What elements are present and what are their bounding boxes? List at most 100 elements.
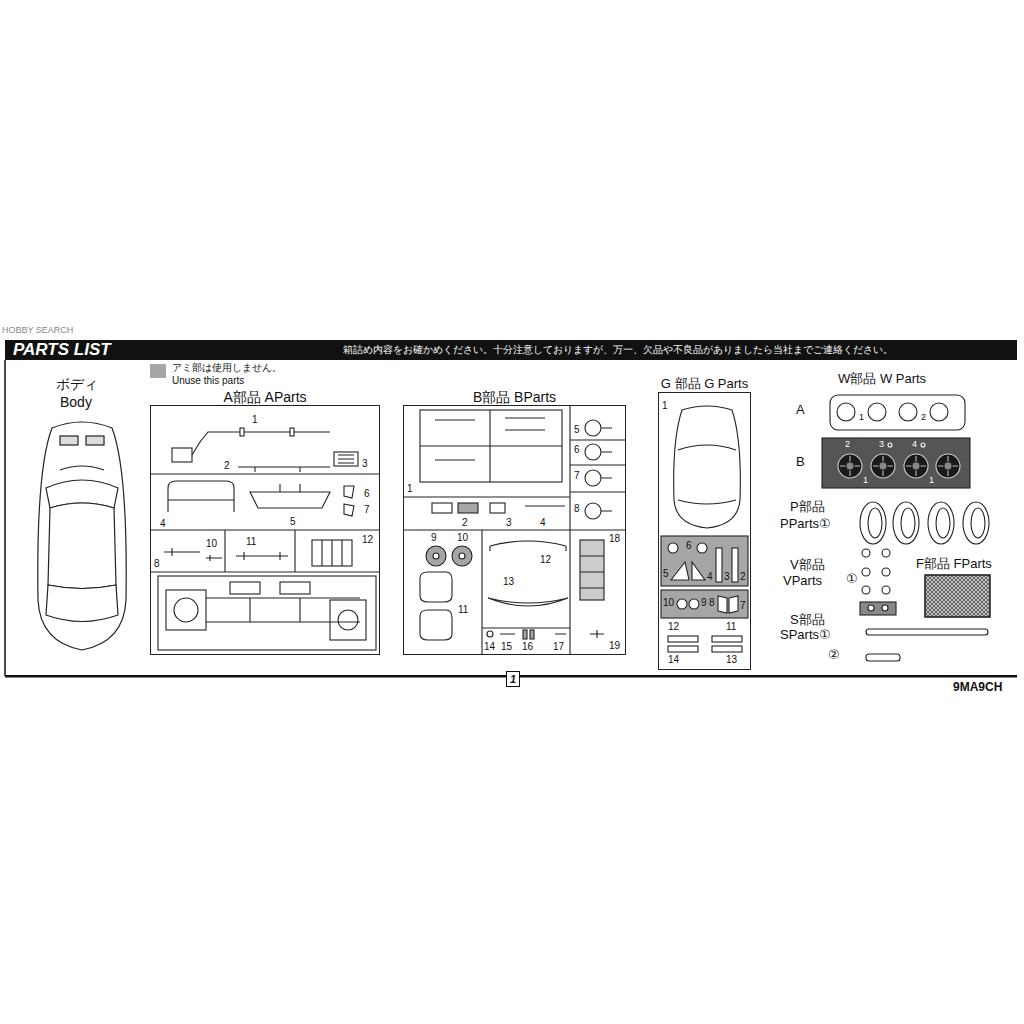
list-title: PARTS LIST [13,340,111,360]
small-part [490,503,505,513]
tire-part [860,502,886,544]
lens-part [677,599,687,609]
callout-number: 2 [740,571,746,582]
poly-cap-sprue [830,395,965,430]
callout-number: 8 [709,597,715,608]
small-ring [921,443,925,447]
callout-number: 6 [364,488,370,499]
group-heading: W部品 W Parts [838,372,926,386]
callout-number: 6 [686,540,692,551]
group-label: PParts① [780,517,831,531]
body-outline [38,422,126,650]
steering-wheel-part [426,546,446,566]
callout-number: 12 [668,621,679,632]
small-part [344,504,354,516]
lens-part [729,596,738,613]
hood-line [60,466,104,470]
small-part [344,486,354,498]
callout-number: 8 [154,558,160,569]
lens-part [692,562,705,580]
callout-number: 1 [863,476,868,486]
group-label: P部品 [790,500,825,514]
chassis-detail [330,600,366,640]
sprue-frame: B部品 BParts [403,405,626,655]
group-heading: A部品 AParts [221,389,308,405]
callout-number: 4 [160,518,166,529]
chassis-detail [230,582,260,594]
page-number-box: 1 [506,671,520,687]
body-roof [48,503,116,589]
callout-number: 19 [609,640,620,651]
callout-number: 1 [407,483,413,494]
tube-frame-part [168,481,234,512]
tire-part [928,502,954,544]
callout-number: 14 [668,654,679,665]
pipe-flange [290,428,294,436]
bumper-part [488,598,568,606]
callout-number: 16 [522,641,533,652]
callout-number: 9 [431,532,437,543]
chassis-part [158,576,376,650]
lens-part [712,636,742,642]
small-part [590,630,604,638]
header-bar: PARTS LIST箱詰め内容をお確かめください。十分注意しておりますが、万一、… [5,340,1017,360]
callout-number: 5 [663,568,669,579]
wheel-center [879,462,887,470]
tire-inner [868,508,882,538]
row-label: A [796,403,805,417]
lens-part [716,548,722,582]
catalog-code: 9MA9CH [953,681,1002,694]
dashboard-detail [580,556,604,588]
grille-slats [338,455,354,463]
lens-part [689,599,699,609]
group-label: V部品 [790,558,825,572]
unused-part [523,630,527,639]
tire-inner [936,508,950,538]
callout-number: 7 [574,470,580,481]
callout-number: 13 [726,654,737,665]
callout-number: 3 [362,458,368,469]
callout-number: 5 [574,424,580,435]
hub-axle [601,428,612,511]
group-label: Body [60,395,92,410]
washer-part [882,549,890,557]
wheel-hub-part [585,420,601,436]
callout-number: 15 [501,641,512,652]
sprue-frame: A部品 AParts [150,405,380,655]
callout-number: 7 [740,600,746,611]
wheel-hub-part [585,503,601,519]
mesh-sheet [925,575,990,617]
exhaust-pipe-part [192,432,330,455]
tire-inner [971,508,985,538]
lens-part [668,636,698,642]
group-label: ② [828,648,840,662]
callout-number: 1 [859,413,864,423]
chassis-detail [338,610,358,630]
seat-part [420,572,452,602]
hood-vent [86,436,104,445]
grille-slats [322,540,342,566]
washer-sprue [860,602,896,615]
crossmember-part [250,484,330,508]
callout-number: 4 [540,517,546,528]
sprue-runner [150,474,380,572]
washer-part [862,549,870,557]
callout-number: 3 [724,571,730,582]
rod-part [236,552,288,560]
callout-number: 2 [921,413,926,423]
group-label: S部品 [790,613,825,627]
callout-number: 7 [364,504,370,515]
legend-text: アミ部は使用しません。 Unuse this parts [172,362,297,387]
dashboard-part [580,540,604,600]
wheel-center [912,462,920,470]
wheel-hub-part [585,444,601,460]
unused-sprue [661,590,748,618]
callout-number: 4 [912,440,917,450]
group-label: ボディ [56,377,98,392]
group-heading: B部品 BParts [471,389,558,405]
clear-body-detail [678,445,736,504]
callout-number: 2 [845,440,850,450]
callout-number: 11 [726,621,736,632]
interior-detail [420,410,562,482]
